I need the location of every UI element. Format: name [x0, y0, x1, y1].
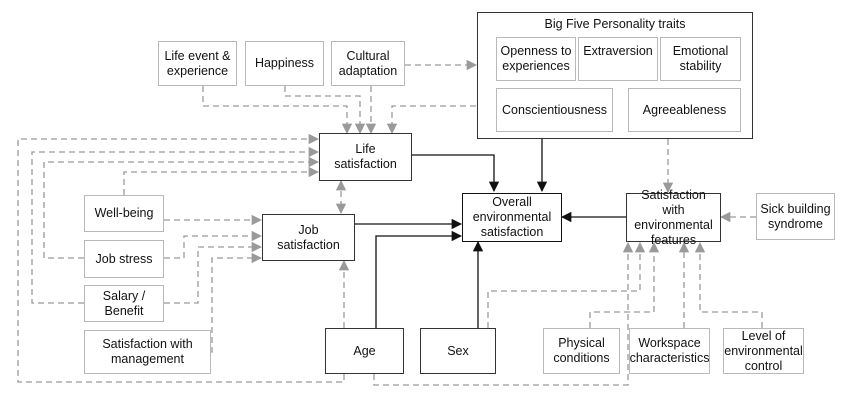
node-well-being: Well-being — [84, 195, 164, 232]
node-salary: Salary / Benefit — [84, 285, 164, 322]
arrow-bigfive-to-life — [386, 105, 476, 135]
node-happiness: Happiness — [245, 41, 324, 86]
arrow-physical-to-envfeatures — [589, 241, 660, 328]
node-openness: Openness to experiences — [496, 37, 576, 81]
node-conscientiousness: Conscientiousness — [496, 88, 613, 132]
node-env-control: Level of environmental control — [723, 328, 804, 374]
node-job-stress: Job stress — [84, 240, 164, 278]
arrow-sex-to-envfeatures — [487, 241, 646, 328]
node-extraversion: Extraversion — [578, 37, 658, 81]
node-age: Age — [325, 328, 404, 374]
node-workspace-characteristics: Workspace characteristics — [629, 328, 710, 374]
arrow-age-to-envfeatures — [373, 241, 634, 386]
arrow-life-to-overall — [412, 154, 500, 193]
node-life-satisfaction: Life satisfaction — [319, 133, 412, 181]
node-agreeableness: Agreeableness — [628, 88, 741, 132]
arrow-management-to-job — [211, 252, 263, 353]
arrow-wellbeing-to-life — [123, 166, 320, 195]
node-satisfaction-env-features: Satisfaction with environmental features — [626, 188, 721, 247]
node-satisfaction-management: Satisfaction with management — [84, 330, 211, 374]
node-sex: Sex — [420, 328, 496, 374]
node-overall-satisfaction: Overall environmental satisfaction — [462, 193, 562, 242]
arrow-lifeevent-to-life — [202, 86, 353, 135]
node-sick-building: Sick building syndrome — [756, 193, 835, 240]
arrow-salary-to-life — [31, 146, 320, 304]
arrow-control-to-envfeatures — [694, 241, 763, 328]
arrow-age-to-overall — [375, 230, 463, 328]
node-physical-conditions: Physical conditions — [543, 328, 620, 374]
node-life-event: Life event & experience — [158, 41, 237, 86]
arrow-jobstress-to-job — [164, 230, 263, 259]
arrow-salary-to-job — [164, 241, 263, 304]
arrow-jobstress-to-life — [43, 156, 320, 259]
node-emotional-stability: Emotional stability — [660, 37, 741, 81]
node-cultural-adaptation: Cultural adaptation — [331, 41, 405, 86]
arrow-age-to-life — [17, 133, 345, 383]
arrow-happiness-to-life — [284, 86, 366, 135]
node-job-satisfaction: Job satisfaction — [262, 214, 355, 261]
big-five-title: Big Five Personality traits — [544, 17, 686, 31]
